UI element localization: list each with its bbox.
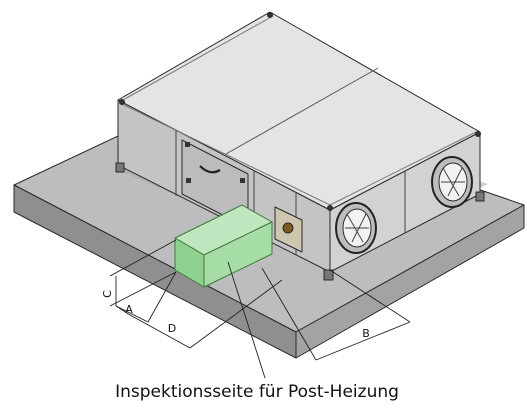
post-heater	[174, 204, 273, 288]
foot-front-right	[323, 269, 334, 281]
bolt-2	[327, 205, 333, 211]
front-latch-3	[186, 178, 191, 183]
top-seam-1	[225, 67, 379, 155]
electric-box-knob	[282, 222, 294, 234]
dim-c-ext-bottom	[109, 271, 177, 307]
bolt-3	[475, 131, 481, 137]
top-seam-2	[122, 15, 274, 101]
front-latch-1	[185, 142, 190, 147]
front-handle	[199, 165, 221, 174]
dim-label-b: B	[362, 327, 370, 340]
top-seam-3	[329, 131, 477, 206]
dim-a-ext	[147, 271, 177, 323]
dim-label-c: C	[101, 290, 114, 298]
dimension-lines	[109, 239, 411, 379]
dim-label-d: D	[168, 322, 176, 335]
dim-a-line	[115, 305, 149, 323]
dim-d-line	[129, 314, 191, 349]
duct-connector-left	[335, 202, 377, 254]
foot-back-right	[475, 191, 485, 202]
duct-connector-right	[431, 156, 473, 208]
bolt-4	[267, 12, 273, 18]
floor-right-face	[295, 204, 525, 359]
foot-front-left	[115, 162, 125, 173]
dim-d-ext-left	[115, 305, 131, 316]
dim-label-a: A	[125, 303, 133, 316]
dim-d-ext-right	[189, 279, 283, 349]
caption-leader	[227, 261, 266, 379]
dim-b-ext-right	[329, 269, 411, 323]
dim-b-line	[315, 321, 411, 361]
ventilation-unit	[115, 11, 485, 281]
caption-text: Inspektionsseite für Post-Heizung	[115, 382, 399, 402]
top-seam-4	[121, 103, 331, 206]
dim-c-ext-top	[109, 239, 177, 277]
post-heater-side	[203, 221, 273, 288]
bolt-1	[119, 99, 125, 105]
dim-b-ext-left	[261, 267, 317, 361]
front-latch-2	[240, 178, 245, 183]
